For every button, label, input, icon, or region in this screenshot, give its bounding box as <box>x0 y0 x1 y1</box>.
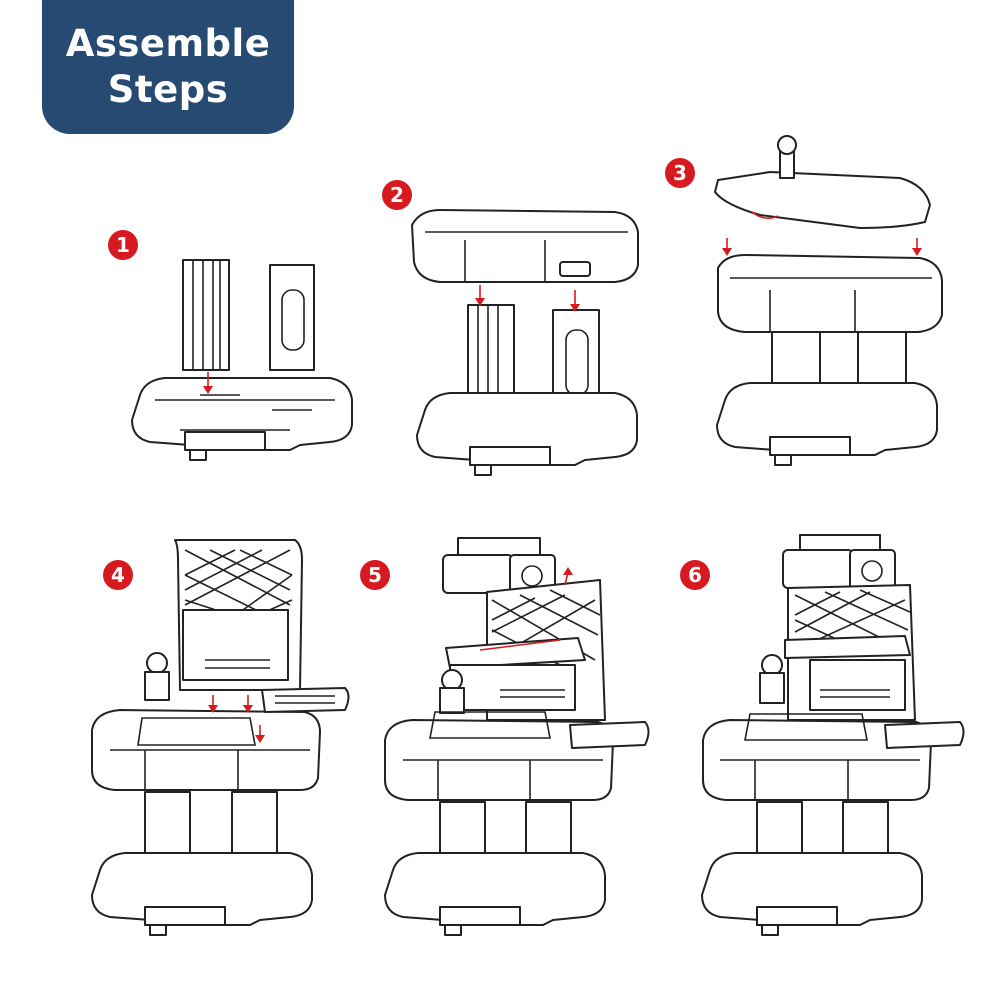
step-4-badge: 4 <box>103 560 133 590</box>
step-3-lid <box>714 171 931 229</box>
step-6-badge: 6 <box>680 560 710 590</box>
step-1-post-left <box>182 259 230 371</box>
step-5-badge: 5 <box>360 560 390 590</box>
step-3-badge: 3 <box>665 158 695 188</box>
step-6-shelf <box>782 549 854 589</box>
step-1-post-right <box>269 264 315 371</box>
step-2-badge: 2 <box>382 180 412 210</box>
title-line-1: Assemble <box>65 22 271 65</box>
step-1-badge: 1 <box>108 230 138 260</box>
title-line-2: Steps <box>107 68 229 111</box>
title-banner: Assemble Steps <box>42 0 294 134</box>
